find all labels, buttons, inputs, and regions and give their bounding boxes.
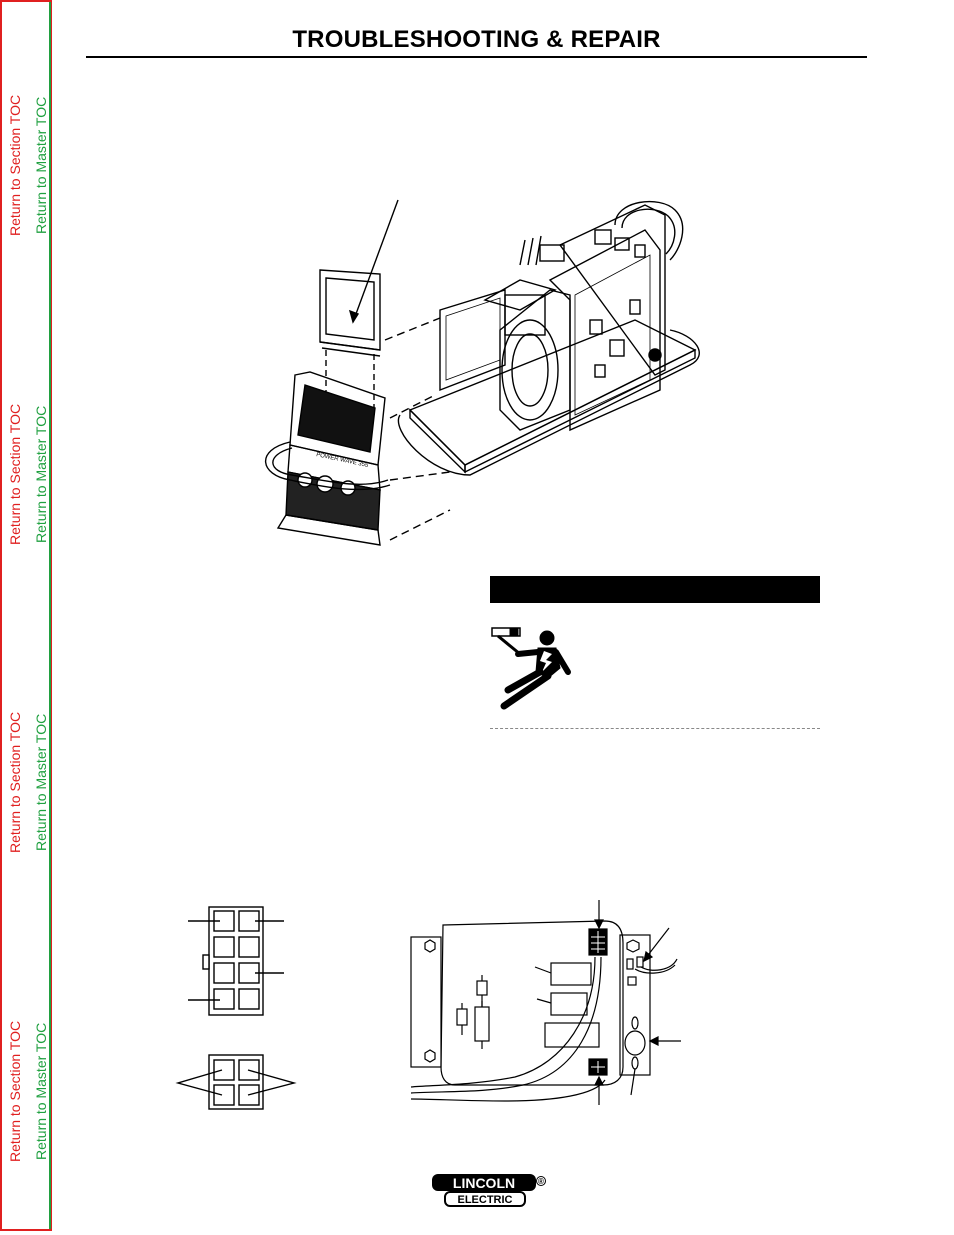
side-nav-divider xyxy=(26,2,51,1229)
connector-8-pin-diagram xyxy=(175,906,297,1110)
logo-line-2: ELECTRIC xyxy=(458,1194,513,1206)
return-to-master-toc-link-1[interactable]: Return to Master TOC xyxy=(33,96,49,234)
front-panel-label: POWER WAVE 355 xyxy=(316,452,370,469)
return-to-section-toc-link-3[interactable]: Return to Section TOC xyxy=(7,711,23,853)
title-rule xyxy=(86,56,867,58)
page-title: TROUBLESHOOTING & REPAIR xyxy=(292,26,661,53)
return-to-section-toc-link-2[interactable]: Return to Section TOC xyxy=(7,403,23,545)
warning-dashed-separator xyxy=(490,728,820,729)
warning-header-bar xyxy=(490,576,820,603)
return-to-section-toc-link-4[interactable]: Return to Section TOC xyxy=(7,1020,23,1162)
return-to-section-toc-link-1[interactable]: Return to Section TOC xyxy=(7,94,23,236)
lincoln-electric-logo: LINCOLN ELECTRIC ® xyxy=(431,1172,547,1208)
return-to-master-toc-link-3[interactable]: Return to Master TOC xyxy=(33,713,49,851)
return-to-master-toc-link-4[interactable]: Return to Master TOC xyxy=(33,1022,49,1160)
side-nav-frame xyxy=(0,0,52,1231)
return-to-master-toc-link-2[interactable]: Return to Master TOC xyxy=(33,405,49,543)
machine-exploded-illustration: POWER WAVE 355 xyxy=(264,199,700,546)
electric-shock-warning-icon xyxy=(491,627,571,710)
logo-registered-mark: ® xyxy=(538,1177,544,1186)
pc-board-detail-diagram xyxy=(410,900,681,1105)
logo-line-1: LINCOLN xyxy=(453,1175,515,1191)
